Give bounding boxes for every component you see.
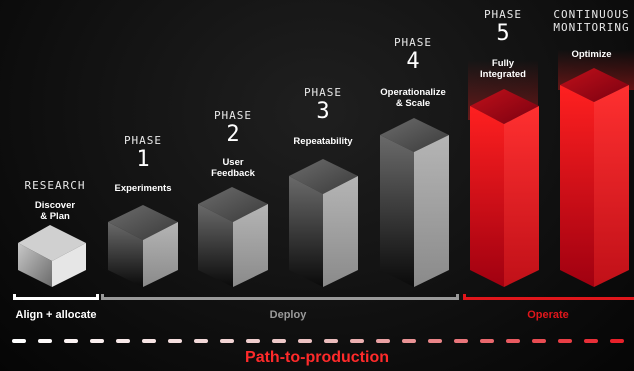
path-dash — [12, 339, 26, 343]
phase4-heading: PHASE — [393, 36, 433, 49]
phase5-number: 5 — [496, 21, 510, 46]
path-dash — [272, 339, 286, 343]
operate-bracket — [463, 294, 634, 300]
path-dash — [376, 339, 390, 343]
monitoring-heading-line2: MONITORING — [553, 21, 630, 34]
path-dash — [194, 339, 208, 343]
path-dash — [90, 339, 104, 343]
phase4-label-line1: Operationalize — [380, 87, 446, 98]
phase5-label-line2: Integrated — [480, 69, 526, 80]
path-dash — [246, 339, 260, 343]
phase1-heading: PHASE — [123, 134, 163, 147]
phase5-label: Fully Integrated — [460, 58, 546, 80]
phase2-heading: PHASE — [213, 109, 253, 122]
phase3-label: Repeatability — [293, 136, 353, 147]
phase3-number: 3 — [316, 99, 330, 124]
path-dash — [298, 339, 312, 343]
phase1-number: 1 — [136, 147, 150, 172]
cube-phase4 — [380, 118, 449, 287]
path-dash — [116, 339, 130, 343]
phase4-label: Operationalize & Scale — [370, 87, 456, 109]
path-dash — [532, 339, 546, 343]
path-dash — [168, 339, 182, 343]
phase2-label-line2: Feedback — [211, 168, 255, 179]
phase5-heading: PHASE — [483, 8, 523, 21]
monitoring-label: Optimize — [571, 49, 612, 60]
phase2-label: User Feedback — [190, 157, 276, 179]
research-heading: RESEARCH — [24, 179, 86, 192]
path-dash — [402, 339, 416, 343]
path-dash — [324, 339, 338, 343]
operate-label: Operate — [527, 309, 569, 321]
path-dash — [64, 339, 78, 343]
path-dash — [558, 339, 572, 343]
path-dash — [584, 339, 598, 343]
path-dash — [220, 339, 234, 343]
phase1-label: Experiments — [114, 183, 172, 194]
cube-phase5 — [470, 89, 539, 287]
align-bracket — [13, 294, 99, 300]
monitoring-heading: CONTINUOUS MONITORING — [549, 8, 634, 34]
align-label: Align + allocate — [15, 309, 97, 321]
phase3-heading: PHASE — [303, 86, 343, 99]
phase2-label-line1: User — [222, 157, 244, 168]
cube-phase3 — [289, 159, 358, 287]
phase5-label-line1: Fully — [491, 58, 515, 69]
path-dash — [454, 339, 468, 343]
path-dash — [428, 339, 442, 343]
path-dash — [38, 339, 52, 343]
research-label-line1: Discover — [34, 200, 76, 211]
research-label-line2: & Plan — [40, 211, 70, 222]
cube-phase1 — [108, 205, 178, 287]
cube-phase2 — [198, 187, 268, 287]
research-label: Discover & Plan — [8, 200, 102, 222]
path-dash — [480, 339, 494, 343]
path-dash — [610, 339, 624, 343]
footer-title: Path-to-production — [245, 349, 389, 366]
monitoring-heading-line1: CONTINUOUS — [553, 8, 630, 21]
path-dash — [506, 339, 520, 343]
deploy-bracket — [101, 294, 459, 300]
cube-monitoring — [560, 68, 629, 287]
cube-research — [18, 225, 86, 287]
path-dash — [350, 339, 364, 343]
phase4-number: 4 — [406, 49, 420, 74]
path-dashes — [12, 339, 624, 343]
path-dash — [142, 339, 156, 343]
deploy-label: Deploy — [269, 309, 307, 321]
phase4-label-line2: & Scale — [395, 98, 431, 109]
phase2-number: 2 — [226, 122, 240, 147]
